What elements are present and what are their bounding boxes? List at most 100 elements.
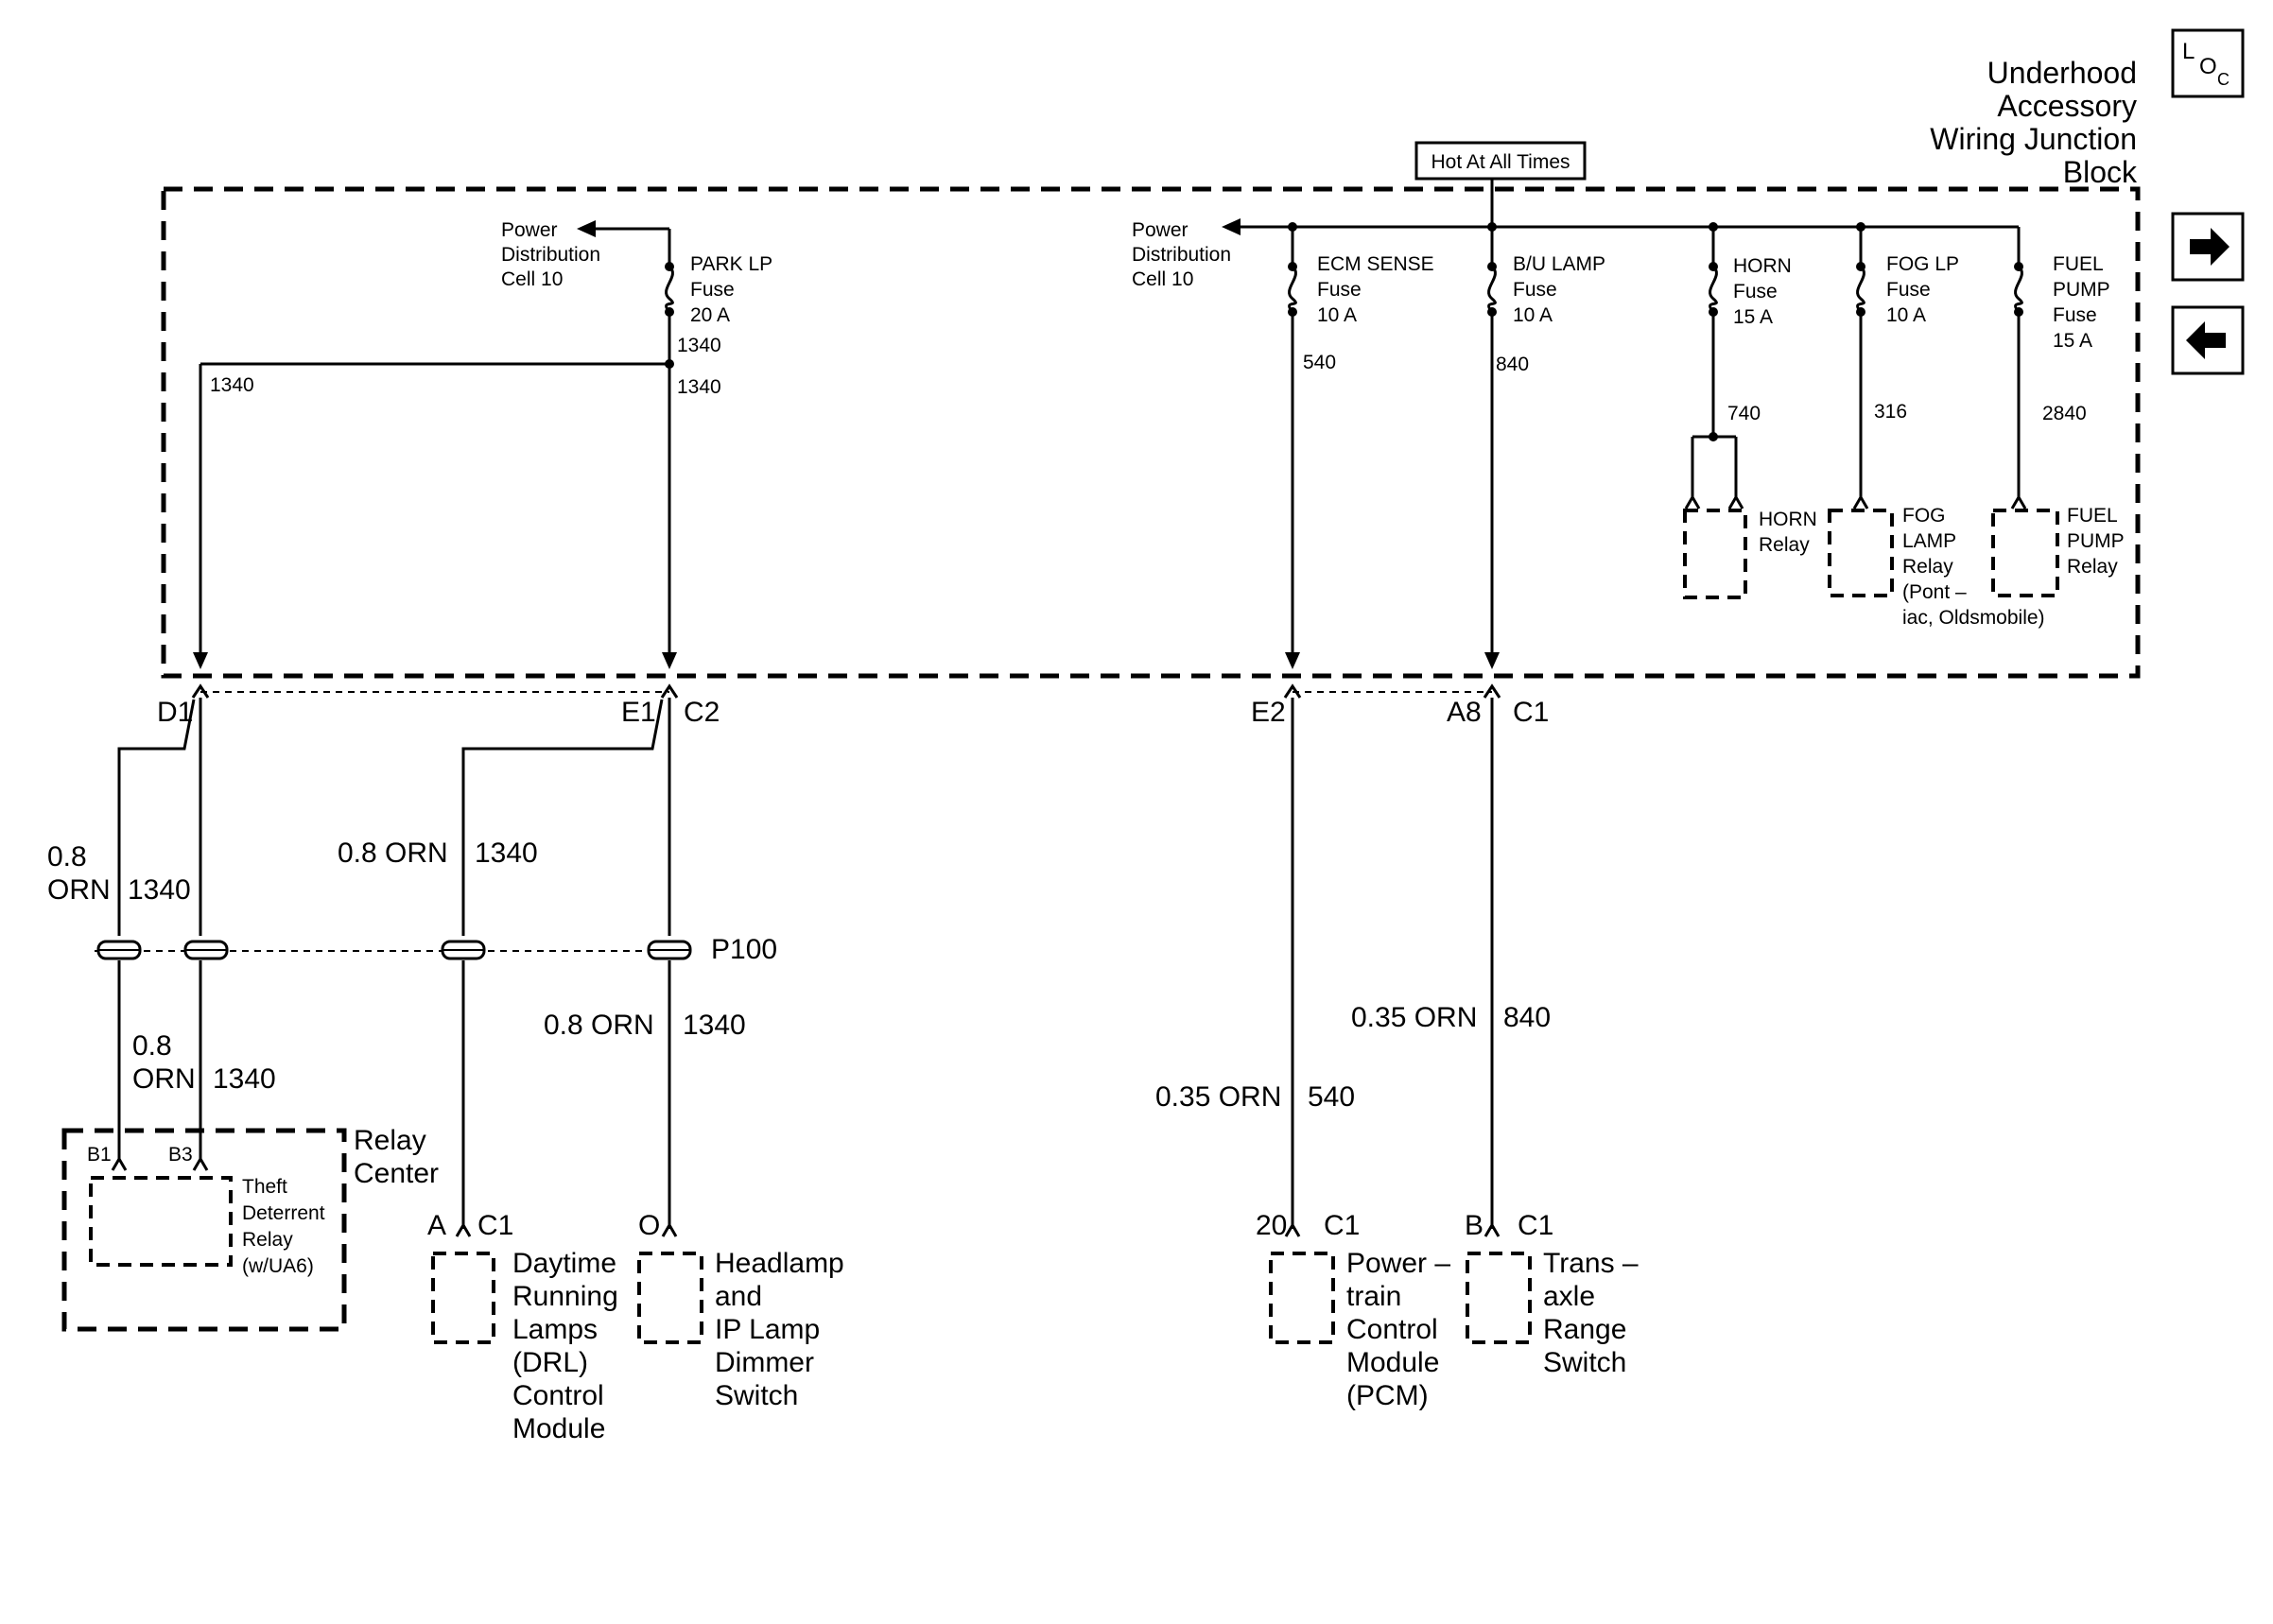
ecm-sense-fuse: ECM SENSE Fuse 10 A [1288, 227, 1434, 326]
location-icon[interactable]: L O C [2171, 28, 2245, 98]
title-line-1: Underhood [1987, 56, 2137, 90]
loc-icon-bottom: O [2199, 54, 2217, 79]
bu-lamp-fuse: B/U LAMP Fuse 10 A [1487, 227, 1605, 326]
horn-relay [1683, 509, 1747, 599]
wire-d1-jog [117, 699, 196, 936]
hot-at-all-times-label: Hot At All Times [1414, 141, 1587, 181]
connector-c1-transaxle: C1 [1518, 1210, 1553, 1241]
right-arrow-icon[interactable] [2171, 212, 2245, 282]
title-line-2: Accessory [1997, 89, 2137, 123]
svg-text:10 A: 10 A [1513, 304, 1553, 326]
wire-label-orn-c: ORN [132, 1063, 196, 1095]
transaxle-switch-box [1466, 1252, 1532, 1344]
svg-text:axle: axle [1543, 1281, 1595, 1312]
pin-transaxle [1484, 1222, 1501, 1237]
circuit-316: 316 [1874, 401, 1907, 423]
pin-pcm [1284, 1222, 1301, 1237]
svg-text:IP Lamp: IP Lamp [715, 1314, 820, 1345]
transaxle-switch-label: Trans – axle Range Switch [1543, 1248, 1639, 1378]
fog-lamp-relay [1828, 509, 1894, 597]
wire-label-orn-a: ORN [47, 874, 111, 906]
svg-text:Power: Power [501, 219, 558, 241]
loc-icon-top: L [2182, 39, 2195, 64]
connector-20: 20 [1256, 1210, 1287, 1241]
svg-text:Fuse: Fuse [1733, 281, 1778, 302]
svg-text:Deterrent: Deterrent [242, 1202, 325, 1224]
wire-label-840: 840 [1503, 1002, 1551, 1033]
svg-text:(PCM): (PCM) [1346, 1380, 1429, 1411]
svg-text:Cell 10: Cell 10 [1132, 268, 1193, 290]
pin-b1 [111, 1156, 128, 1171]
pin-headlamp [661, 1222, 678, 1237]
svg-text:PARK LP: PARK LP [690, 253, 772, 275]
loc-icon-sub: C [2217, 70, 2230, 89]
connector-b: B [1465, 1210, 1484, 1241]
pcm-label: Power – train Control Module (PCM) [1346, 1248, 1450, 1411]
svg-text:FOG LP: FOG LP [1886, 253, 1959, 275]
svg-text:Distribution: Distribution [501, 244, 600, 266]
pcm-box [1269, 1252, 1335, 1344]
svg-text:Daytime: Daytime [512, 1248, 616, 1279]
wire-label-035orn-540: 0.35 ORN [1155, 1081, 1281, 1113]
wire-label-08orn-d: 0.8 ORN [544, 1010, 654, 1041]
circuit-840: 840 [1496, 354, 1529, 375]
connector-b1: B1 [87, 1144, 112, 1166]
svg-text:HORN: HORN [1733, 255, 1792, 277]
connector-e1-pin [660, 683, 679, 699]
svg-text:Fuse: Fuse [2053, 304, 2097, 326]
svg-text:Fuse: Fuse [1317, 279, 1362, 301]
arrow-e2-icon [1285, 652, 1300, 669]
horn-fuse: HORN Fuse 15 A [1709, 227, 1792, 328]
theft-relay-label: Theft Deterrent Relay (w/UA6) [242, 1176, 325, 1277]
p100-label: P100 [711, 934, 777, 965]
connector-c2: C2 [684, 697, 720, 728]
svg-text:(Pont –: (Pont – [1902, 581, 1967, 603]
svg-text:PUMP: PUMP [2053, 279, 2110, 301]
connector-d1-pin [191, 683, 210, 699]
fog-relay-label: FOG LAMP Relay (Pont – iac, Oldsmobile) [1902, 505, 2045, 629]
svg-text:FUEL: FUEL [2067, 505, 2118, 527]
connector-b3: B3 [168, 1144, 193, 1166]
svg-text:and: and [715, 1281, 762, 1312]
circuit-740: 740 [1727, 403, 1761, 424]
svg-text:Module: Module [1346, 1347, 1439, 1378]
fog-lp-fuse: FOG LP Fuse 10 A [1856, 227, 1959, 326]
wire-label-1340-a: 1340 [128, 874, 191, 906]
svg-text:B/U LAMP: B/U LAMP [1513, 253, 1605, 275]
svg-text:(w/UA6): (w/UA6) [242, 1255, 314, 1277]
svg-text:Dimmer: Dimmer [715, 1347, 814, 1378]
connector-c1-top: C1 [1513, 697, 1549, 728]
theft-deterrent-relay [89, 1176, 233, 1267]
wire-label-1340-c: 1340 [213, 1063, 276, 1095]
headlamp-switch-label: Headlamp and IP Lamp Dimmer Switch [715, 1248, 844, 1411]
circuit-540: 540 [1303, 352, 1336, 373]
wire-label-035orn-840: 0.35 ORN [1351, 1002, 1477, 1033]
svg-text:Relay: Relay [1902, 556, 1953, 578]
svg-text:FUEL: FUEL [2053, 253, 2104, 275]
svg-text:PUMP: PUMP [2067, 530, 2125, 552]
svg-text:Control: Control [1346, 1314, 1438, 1345]
left-arrow-icon[interactable] [2171, 305, 2245, 375]
circuit-1340-b: 1340 [677, 376, 721, 398]
relay-center-label-2: Center [354, 1158, 439, 1189]
svg-text:Fuse: Fuse [690, 279, 735, 301]
svg-text:ECM SENSE: ECM SENSE [1317, 253, 1434, 275]
wire-label-08-a: 0.8 [47, 841, 87, 872]
svg-text:Theft: Theft [242, 1176, 287, 1198]
svg-text:Control: Control [512, 1380, 604, 1411]
svg-text:LAMP: LAMP [1902, 530, 1956, 552]
svg-text:Switch: Switch [715, 1380, 798, 1411]
connector-a: A [427, 1210, 446, 1241]
drl-module-label: Daytime Running Lamps (DRL) Control Modu… [512, 1248, 618, 1444]
svg-text:Module: Module [512, 1413, 605, 1444]
svg-text:15 A: 15 A [1733, 306, 1773, 328]
horn-relay-label-2: Relay [1759, 534, 1810, 556]
svg-text:Switch: Switch [1543, 1347, 1626, 1378]
svg-text:Hot At All Times: Hot At All Times [1431, 151, 1570, 173]
connector-c1-pcm: C1 [1324, 1210, 1360, 1241]
relay-center-box [61, 1128, 347, 1332]
svg-text:(DRL): (DRL) [512, 1347, 588, 1378]
svg-text:10 A: 10 A [1886, 304, 1926, 326]
connector-e2: E2 [1251, 697, 1286, 728]
